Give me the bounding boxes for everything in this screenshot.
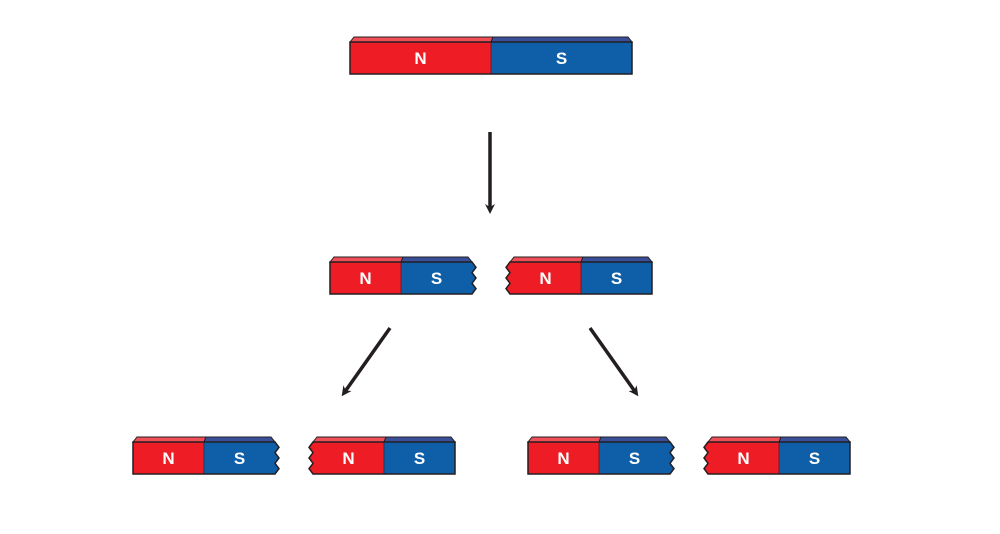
arrow-left-icon [341, 326, 392, 397]
north-pole-label: N [737, 449, 749, 468]
south-pole-face [599, 442, 674, 474]
north-pole-label: N [162, 449, 174, 468]
south-pole-label: S [234, 449, 245, 468]
north-pole-face [528, 442, 599, 474]
south-pole-label: S [611, 269, 622, 288]
north-pole-label: N [342, 449, 354, 468]
north-pole-face [704, 442, 779, 474]
south-pole-label: S [414, 449, 425, 468]
north-pole-label: N [557, 449, 569, 468]
south-pole-face [581, 262, 652, 294]
arrows-layer [341, 132, 639, 397]
north-pole-face [506, 262, 581, 294]
north-pole-label: N [539, 269, 551, 288]
south-pole-face [491, 42, 632, 74]
magnet-outline [308, 441, 456, 475]
south-pole-label: S [809, 449, 820, 468]
north-pole-label: N [414, 49, 426, 68]
magnet-outline [703, 441, 851, 475]
south-pole-label: S [431, 269, 442, 288]
north-pole-face [350, 42, 491, 74]
magnet-outline [132, 441, 280, 475]
south-pole-label: S [556, 49, 567, 68]
south-pole-face [779, 442, 850, 474]
magnet-outline [505, 261, 653, 295]
magnet-outline [329, 261, 477, 295]
south-pole-label: S [629, 449, 640, 468]
south-pole-face [204, 442, 279, 474]
south-pole-face [384, 442, 455, 474]
arrow-right-icon [588, 326, 639, 397]
north-pole-label: N [359, 269, 371, 288]
north-pole-face [133, 442, 204, 474]
north-pole-face [309, 442, 384, 474]
south-pole-face [401, 262, 476, 294]
north-pole-face [330, 262, 401, 294]
magnet-outline [349, 41, 633, 75]
magnet-outline [527, 441, 675, 475]
